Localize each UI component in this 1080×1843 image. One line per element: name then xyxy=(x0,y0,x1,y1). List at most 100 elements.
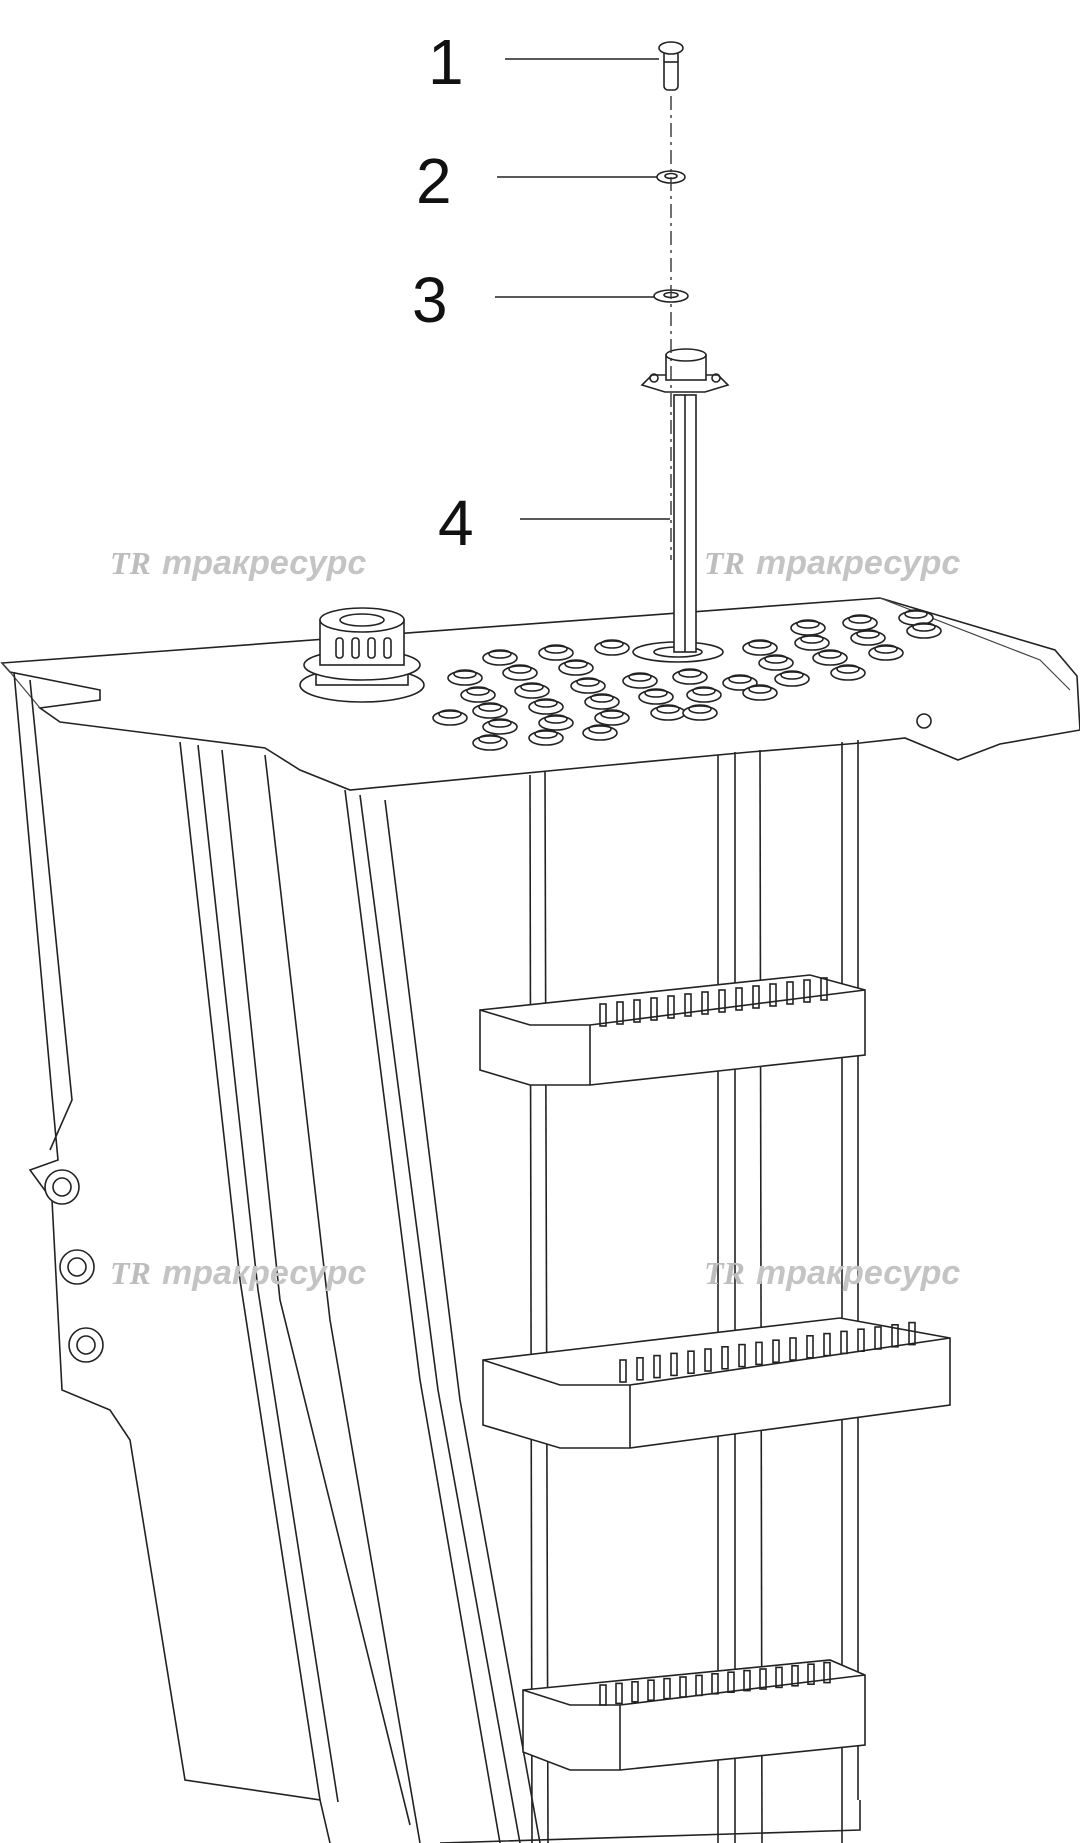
step-slot xyxy=(727,1671,735,1693)
step-slot xyxy=(619,1359,627,1383)
step-slot xyxy=(755,1341,763,1366)
step-slot xyxy=(857,1328,865,1352)
step-slot xyxy=(679,1676,687,1698)
step-slot xyxy=(791,1665,799,1687)
plate-boss xyxy=(447,669,483,686)
plate-boss xyxy=(742,684,778,701)
step-slot xyxy=(721,1346,729,1370)
plate-boss xyxy=(850,629,886,646)
screw-1 xyxy=(658,41,684,91)
callout-2: 2 xyxy=(416,145,452,217)
step-slot xyxy=(807,1663,815,1685)
step-slot xyxy=(735,987,743,1011)
fuel-level-sensor xyxy=(632,348,730,663)
step-slot xyxy=(743,1669,751,1692)
plate-boss xyxy=(594,709,630,726)
step-slot xyxy=(633,999,641,1023)
filler-neck xyxy=(299,607,425,703)
step-slot xyxy=(789,1337,797,1361)
plate-boss xyxy=(538,714,574,731)
watermark-top-right: TR тракресурс xyxy=(704,544,960,582)
step-slot xyxy=(653,1354,661,1379)
step-slot xyxy=(769,983,777,1007)
step-slot xyxy=(806,1335,814,1359)
watermark-text: тракресурс xyxy=(162,544,366,582)
step-slot xyxy=(752,985,760,1009)
ladder-step-middle xyxy=(482,1317,951,1449)
plate-boss xyxy=(742,639,778,656)
plate-boss xyxy=(722,674,758,691)
step-slot xyxy=(670,1352,678,1377)
step-slot xyxy=(759,1668,767,1690)
plate-boss xyxy=(558,659,594,676)
plate-boss xyxy=(682,704,718,721)
plate-boss xyxy=(842,614,878,631)
top-plate-bosses xyxy=(432,609,942,751)
plate-boss xyxy=(482,718,518,735)
step-slot xyxy=(615,1682,623,1705)
watermark-bottom-left: TR тракресурс xyxy=(110,1254,366,1292)
plate-boss xyxy=(794,634,830,651)
plate-boss xyxy=(672,668,708,685)
step-slot xyxy=(738,1343,746,1368)
step-slot xyxy=(650,997,658,1021)
step-slot xyxy=(891,1324,899,1348)
step-slot xyxy=(663,1677,671,1700)
plate-boss xyxy=(774,670,810,687)
watermark-bottom-right: TR тракресурс xyxy=(704,1254,960,1292)
plate-boss xyxy=(460,686,496,703)
plate-boss xyxy=(650,704,686,721)
plate-boss xyxy=(638,688,674,705)
callout-4: 4 xyxy=(438,487,474,559)
step-slot xyxy=(786,981,794,1005)
step-slot xyxy=(695,1674,703,1697)
step-slot xyxy=(803,979,811,1003)
watermark-text: тракресурс xyxy=(756,1254,960,1292)
ladder-step-upper xyxy=(479,974,866,1086)
plate-boss xyxy=(482,649,518,666)
step-slot xyxy=(820,977,828,1001)
plate-boss xyxy=(906,622,942,639)
bolt-left-3 xyxy=(68,1327,104,1363)
plate-boss xyxy=(570,677,606,694)
bolt-left-2 xyxy=(59,1249,95,1285)
step-slot xyxy=(840,1330,848,1355)
callout-1: 1 xyxy=(428,26,464,98)
step-slot xyxy=(718,989,726,1013)
watermark-text: тракресурс xyxy=(756,544,960,582)
plate-boss xyxy=(538,644,574,661)
plate-boss xyxy=(622,672,658,689)
plate-boss xyxy=(812,649,848,666)
plate-boss xyxy=(594,639,630,656)
watermark-logo: TR xyxy=(704,1255,745,1291)
step-slot xyxy=(823,1332,831,1357)
watermark-logo: TR xyxy=(110,1255,151,1291)
plate-boss xyxy=(528,729,564,746)
callout-3: 3 xyxy=(412,264,448,336)
step-slot xyxy=(616,1001,624,1025)
plate-boss xyxy=(584,693,620,710)
watermark-logo: TR xyxy=(704,545,745,581)
step-slot xyxy=(711,1673,719,1695)
bolt-left-1 xyxy=(44,1169,80,1205)
tank-body xyxy=(0,597,1080,1843)
plate-boss xyxy=(758,654,794,671)
plate-boss xyxy=(514,682,550,699)
step-slot xyxy=(599,1003,607,1027)
plate-boss xyxy=(582,724,618,741)
watermark-top-left: TR тракресурс xyxy=(110,544,366,582)
step-slot xyxy=(701,991,709,1015)
step-slot xyxy=(823,1661,831,1684)
step-slot xyxy=(687,1350,695,1374)
plate-boss xyxy=(686,686,722,703)
plate-boss xyxy=(472,702,508,719)
plate-boss xyxy=(868,644,904,661)
plate-boss xyxy=(432,709,468,726)
plate-boss xyxy=(830,664,866,681)
step-slot xyxy=(647,1679,655,1701)
watermark-text: тракресурс xyxy=(162,1254,366,1292)
plate-boss xyxy=(528,698,564,715)
step-slot xyxy=(874,1326,882,1350)
